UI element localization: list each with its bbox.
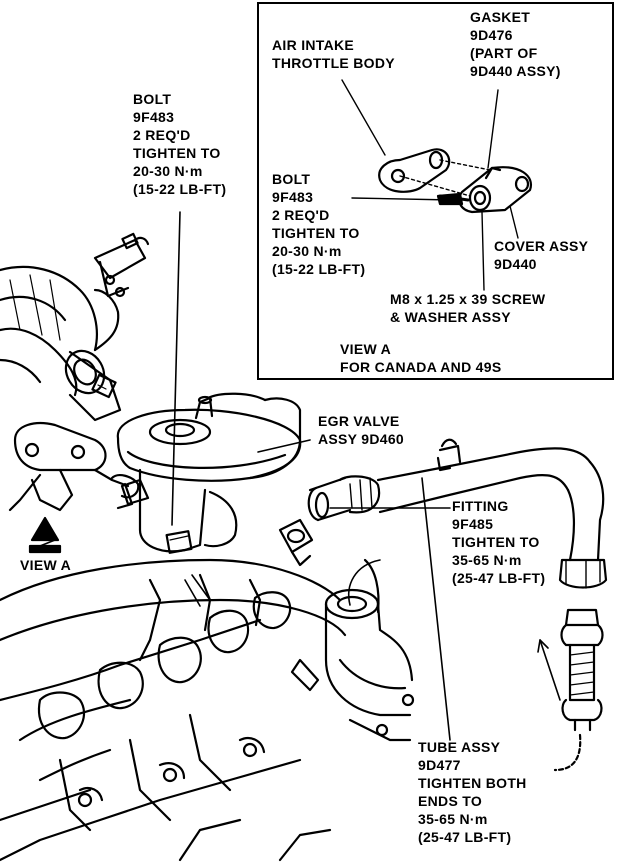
egr-tube [307, 438, 608, 772]
egr-riser [324, 558, 415, 742]
view-a-arrow [28, 516, 62, 554]
view-a-caption-line-1: VIEW A [340, 341, 392, 357]
gasket-line-4: 9D440 ASSY) [470, 63, 561, 79]
vacuum-fitting [93, 232, 150, 298]
view-a-inset-frame [257, 2, 614, 380]
label-screw: M8 x 1.25 x 39 SCREW & WASHER ASSY [390, 290, 545, 326]
bolt-inset-line-6: (15-22 LB-FT) [272, 261, 366, 277]
bolt-main-line-6: (15-22 LB-FT) [133, 181, 227, 197]
egr-flange [8, 422, 140, 512]
fitting-line-4: 35-65 N·m [452, 552, 522, 568]
air-intake-line-1: AIR INTAKE [272, 37, 355, 53]
fitting-line-3: TIGHTEN TO [452, 534, 540, 550]
intake-hose [0, 265, 120, 397]
fitting-line-1: FITTING [452, 498, 509, 514]
bolt-main-line-2: 9F483 [133, 109, 175, 125]
egr-valve-line-1: EGR VALVE [318, 413, 400, 429]
label-egr-valve: EGR VALVE ASSY 9D460 [318, 412, 404, 448]
gasket-line-3: (PART OF [470, 45, 538, 61]
label-bolt-main: BOLT 9F483 2 REQ'D TIGHTEN TO 20-30 N·m … [133, 90, 226, 198]
tube-assy-line-5: 35-65 N·m [418, 811, 488, 827]
tube-assy-line-4: ENDS TO [418, 793, 483, 809]
bolt-inset-line-2: 9F483 [272, 189, 314, 205]
screw-line-2: & WASHER ASSY [390, 309, 511, 325]
intake-manifold [0, 558, 347, 862]
label-view-a-ref: VIEW A [20, 556, 71, 574]
inset-leaders [341, 79, 519, 239]
bolt-main-line-1: BOLT [133, 91, 172, 107]
bolt-inset-line-1: BOLT [272, 171, 311, 187]
sensor-connector [64, 349, 122, 422]
label-gasket: GASKET 9D476 (PART OF 9D440 ASSY) [470, 8, 561, 80]
tube-assy-line-1: TUBE ASSY [418, 739, 501, 755]
air-intake-line-2: THROTTLE BODY [272, 55, 395, 71]
cover-assy-line-1: COVER ASSY [494, 238, 589, 254]
label-bolt-inset: BOLT 9F483 2 REQ'D TIGHTEN TO 20-30 N·m … [272, 170, 365, 278]
view-a-caption-line-2: FOR CANADA AND 49S [340, 359, 502, 375]
label-cover-assy: COVER ASSY 9D440 [494, 237, 588, 273]
egr-valve-line-2: ASSY 9D460 [318, 431, 405, 447]
view-a-ref-line-1: VIEW A [20, 557, 72, 573]
screw-line-1: M8 x 1.25 x 39 SCREW [390, 291, 546, 307]
bolt-inset-line-5: 20-30 N·m [272, 243, 342, 259]
inset-throttle-body [378, 148, 491, 197]
egr-valve [116, 392, 302, 554]
cover-assy-line-2: 9D440 [494, 256, 537, 272]
label-tube-assy: TUBE ASSY 9D477 TIGHTEN BOTH ENDS TO 35-… [418, 738, 527, 846]
label-view-a-caption: VIEW A FOR CANADA AND 49S [340, 340, 502, 376]
bolt-inset-line-3: 2 REQ'D [272, 207, 330, 223]
fitting-line-5: (25-47 LB-FT) [452, 570, 546, 586]
bolt-main-line-4: TIGHTEN TO [133, 145, 221, 161]
gasket-line-2: 9D476 [470, 27, 513, 43]
label-air-intake: AIR INTAKE THROTTLE BODY [272, 36, 395, 72]
gasket-line-1: GASKET [470, 9, 531, 25]
inset-cover-assy [436, 166, 533, 291]
fitting-line-2: 9F485 [452, 516, 494, 532]
leader-lines [34, 211, 561, 741]
tube-assy-line-3: TIGHTEN BOTH [418, 775, 527, 791]
tube-assy-line-6: (25-47 LB-FT) [418, 829, 512, 845]
bolt-main-line-5: 20-30 N·m [133, 163, 203, 179]
tube-bolts [120, 478, 314, 567]
tube-assy-line-2: 9D477 [418, 757, 461, 773]
bolt-main-line-3: 2 REQ'D [133, 127, 191, 143]
label-fitting: FITTING 9F485 TIGHTEN TO 35-65 N·m (25-4… [452, 497, 545, 587]
bolt-inset-line-4: TIGHTEN TO [272, 225, 360, 241]
